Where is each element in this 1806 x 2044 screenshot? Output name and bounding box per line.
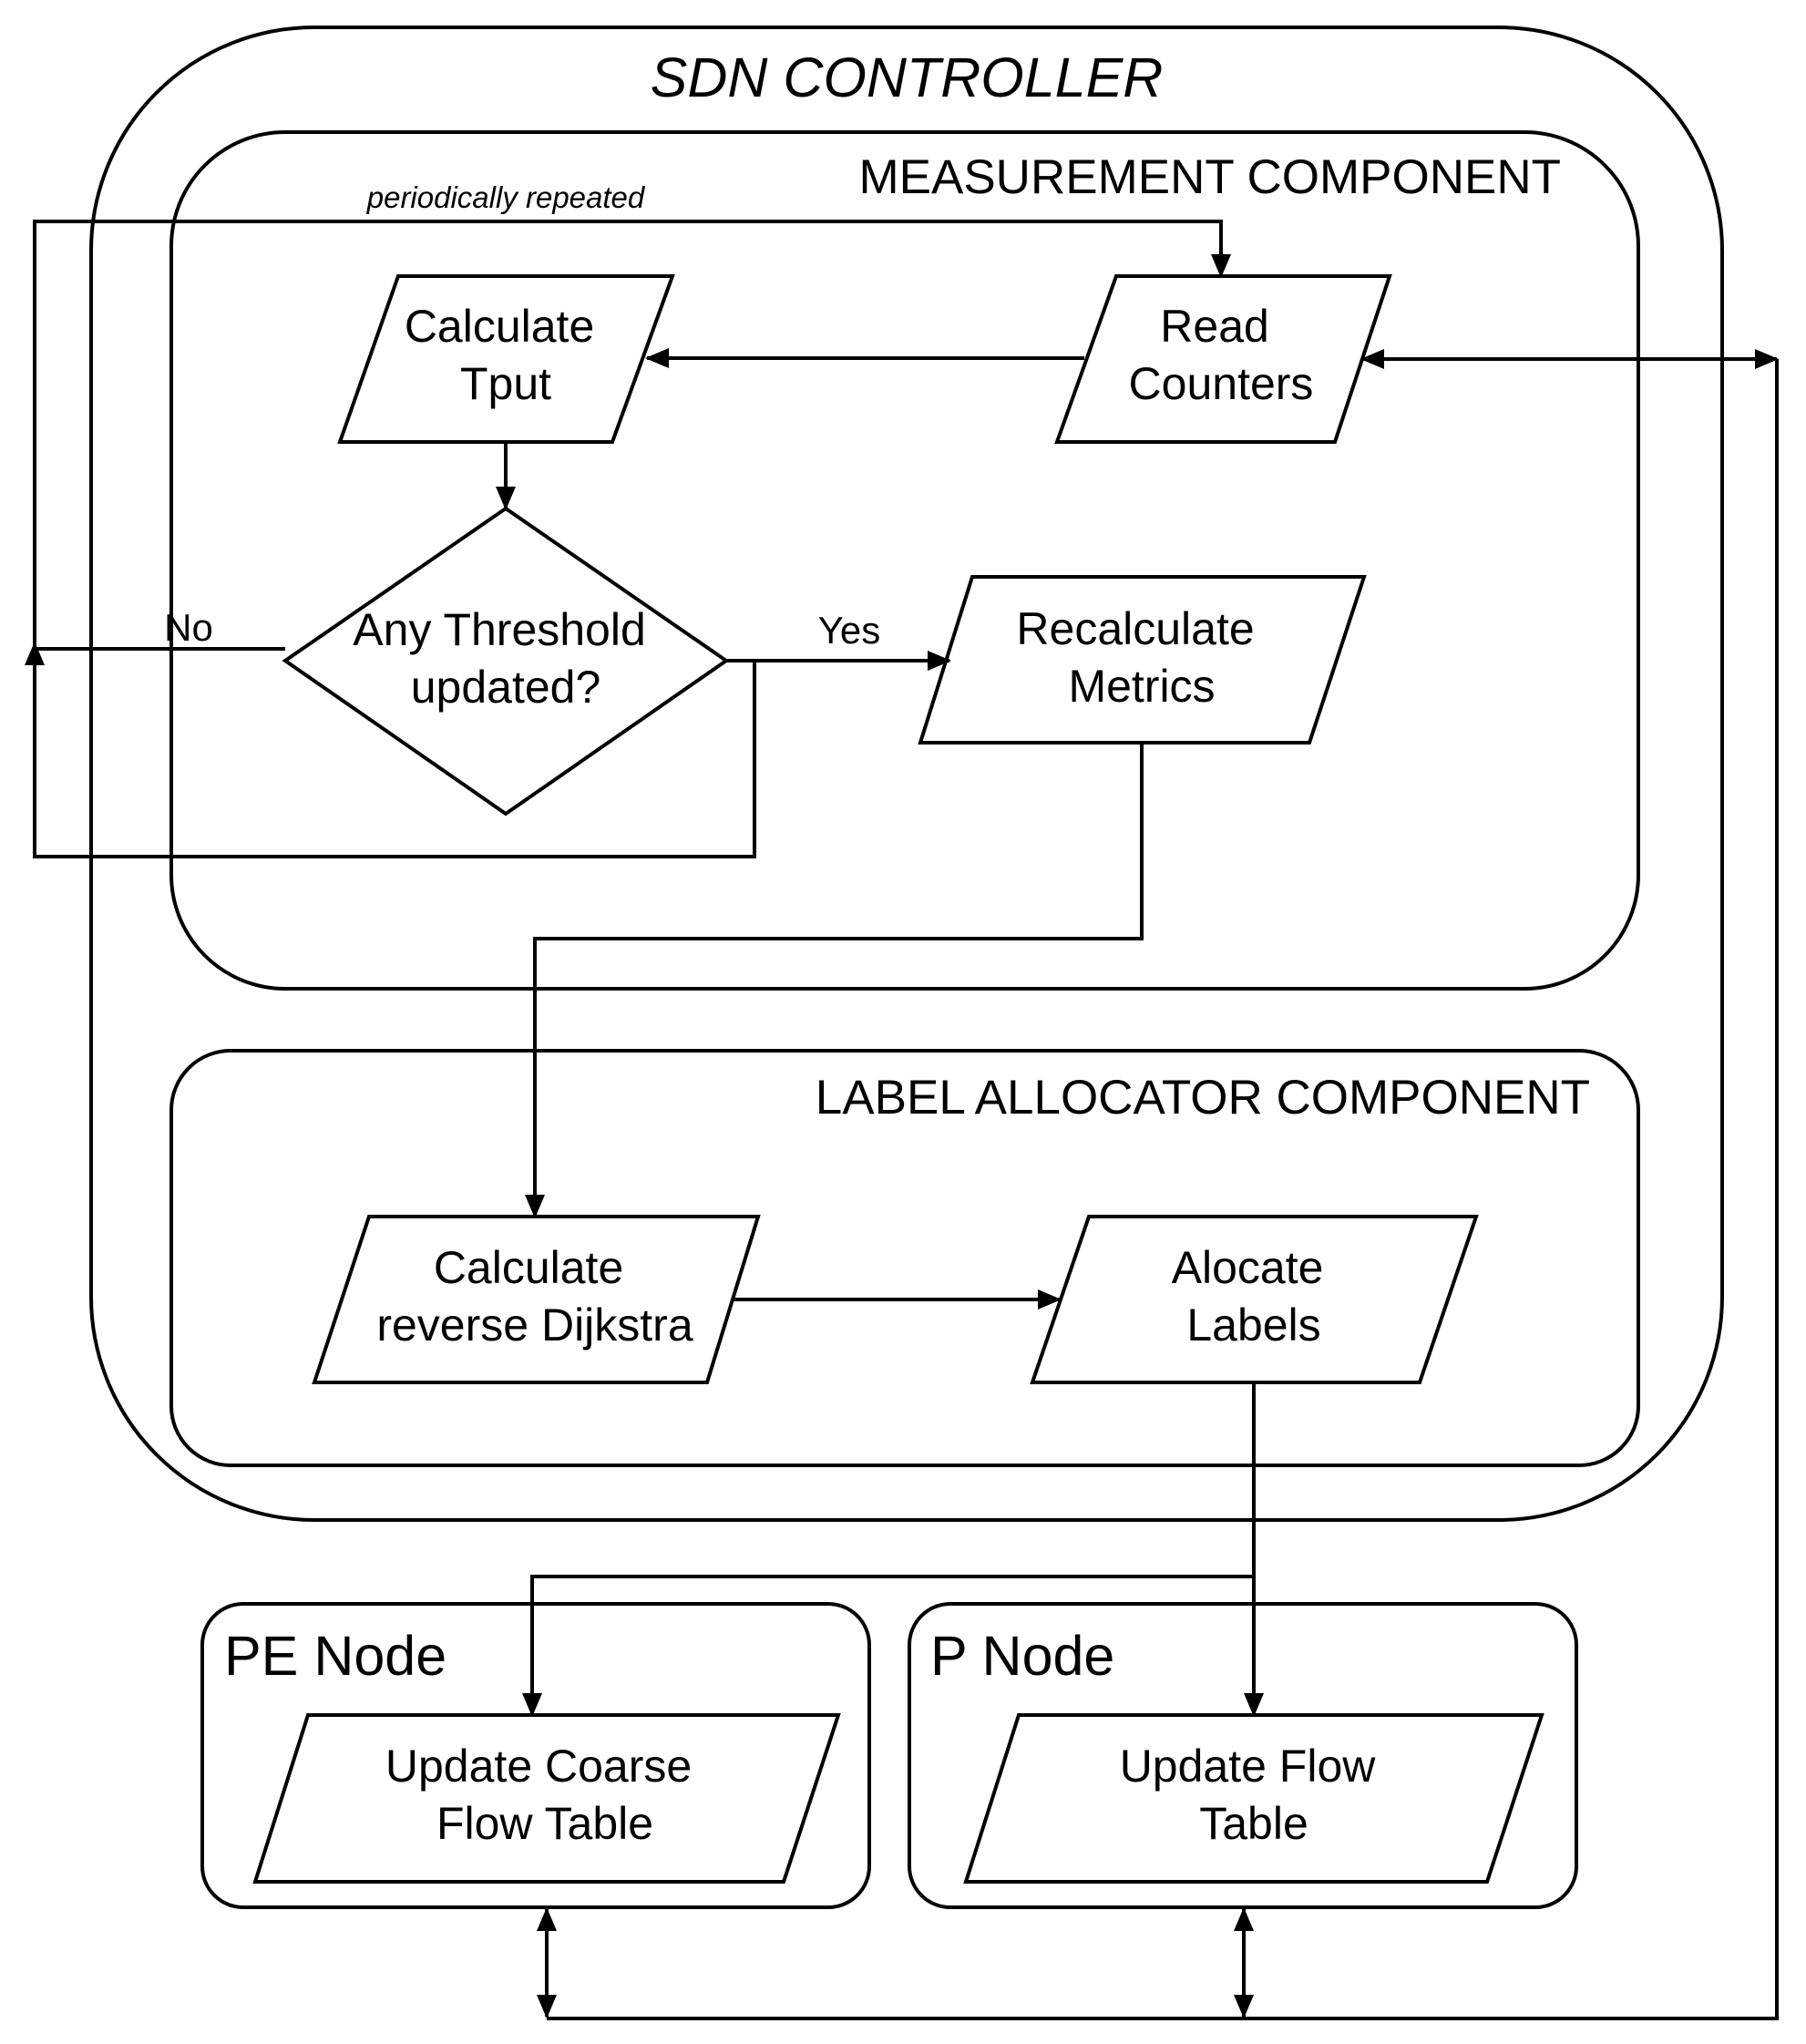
- recalculate-metrics-shape: [918, 575, 1367, 745]
- yes-label: Yes: [818, 609, 881, 652]
- recalculate-metrics-label: Recalculate Metrics: [1016, 603, 1267, 712]
- sdn-controller-box: [89, 26, 1724, 1522]
- allocate-labels-label: Alocate Labels: [1172, 1242, 1337, 1351]
- edge-allocate-to-pe-node: [522, 1575, 1254, 1717]
- periodically-repeated-label: periodically repeated: [366, 180, 646, 214]
- update-flow-table-label: Update Flow Table: [1120, 1741, 1389, 1849]
- p-node-title: P Node: [930, 1625, 1114, 1687]
- edge-yes-loop-back: [25, 642, 756, 858]
- read-counters-shape: [1054, 274, 1392, 444]
- pe-node-box: [200, 1602, 871, 1909]
- calculate-tput-shape: [337, 274, 675, 444]
- no-label: No: [164, 606, 213, 649]
- read-counters-label: Read Counters: [1129, 301, 1314, 409]
- measurement-component-title: MEASUREMENT COMPONENT: [858, 150, 1561, 204]
- threshold-decision-label: Any Threshold updated?: [353, 604, 658, 713]
- update-coarse-flow-table-shape: [252, 1713, 841, 1884]
- sdn-controller-title: SDN CONTROLLER: [651, 46, 1164, 108]
- update-coarse-flow-table-label: Update Coarse Flow Table: [385, 1741, 704, 1849]
- threshold-decision-shape: [282, 506, 730, 817]
- calculate-tput-label: Calculate Tput: [405, 301, 607, 409]
- update-flow-table-shape: [963, 1713, 1544, 1884]
- label-allocator-component-title: LABEL ALLOCATOR COMPONENT: [816, 1071, 1590, 1125]
- allocate-labels-shape: [1030, 1215, 1479, 1384]
- measurement-component-box: [169, 130, 1640, 991]
- pe-node-title: PE Node: [224, 1625, 446, 1687]
- calculate-reverse-dijkstra-label: Calculate reverse Dijkstra: [376, 1242, 693, 1351]
- edge-periodic-repeat: [33, 220, 1231, 643]
- edge-right-bus: [547, 359, 1779, 2020]
- edge-recalculate-to-dijkstra: [525, 743, 1144, 1218]
- label-allocator-component-box: [169, 1049, 1640, 1467]
- calculate-reverse-dijkstra-shape: [312, 1215, 761, 1384]
